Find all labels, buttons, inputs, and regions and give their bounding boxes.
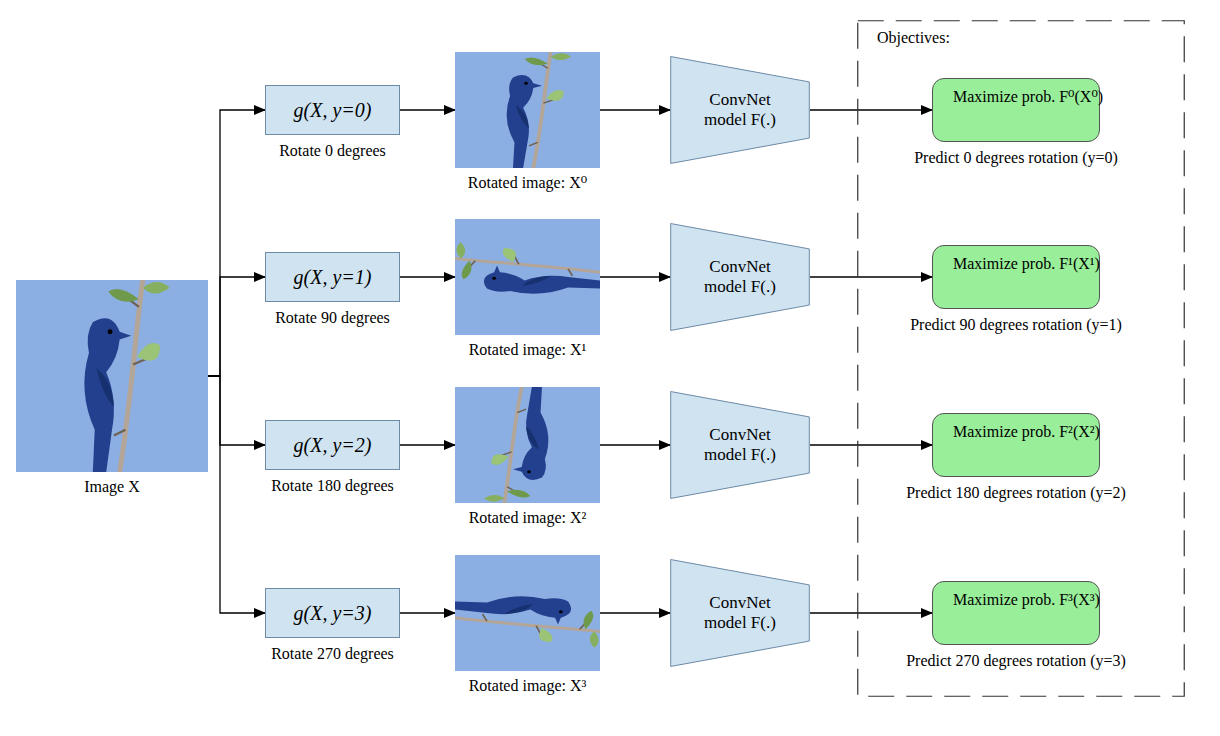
box-caption: Rotate 270 degrees: [271, 644, 394, 663]
transform-box: g(X, y=0)Rotate 0 degrees: [265, 85, 400, 135]
arrow-connector: [600, 612, 670, 613]
image-caption: Rotated image: X²: [469, 508, 587, 527]
box-label: Maximize prob. F²(X²): [953, 422, 1078, 441]
box-label: Maximize prob. F³(X³): [953, 590, 1078, 609]
box-caption: Rotate 0 degrees: [279, 141, 386, 160]
image-caption: Rotated image: X³: [469, 676, 587, 695]
image-caption: Rotated image: X⁰: [468, 173, 587, 192]
arrow-connector: [600, 444, 670, 445]
function-label: g(X, y=1): [294, 265, 372, 289]
box-label: ConvNet model F(.): [695, 593, 785, 634]
convnet-trapezoid: ConvNet model F(.): [670, 223, 810, 331]
objective-box: Maximize prob. F²(X²)Predict 180 degrees…: [932, 413, 1100, 477]
rotated-photo: [455, 555, 600, 671]
convnet-trapezoid: ConvNet model F(.): [670, 56, 810, 164]
arrow-connector: [400, 612, 455, 613]
arrow-connector: [208, 277, 265, 376]
bird-photo: [16, 280, 208, 472]
image-caption: Rotated image: X¹: [469, 340, 587, 359]
arrow-connector: [208, 110, 265, 376]
function-label: g(X, y=0): [294, 98, 372, 122]
arrow-connector: [400, 109, 455, 110]
arrow-connector: [600, 109, 670, 110]
region-title: Objectives:: [877, 28, 950, 47]
arrow-connector: [400, 276, 455, 277]
box-label: Maximize prob. F¹(X¹): [953, 254, 1078, 273]
arrow-connector: [810, 276, 932, 277]
image-node: Rotated image: X⁰: [455, 52, 600, 168]
arrow-connector: [600, 276, 670, 277]
transform-box: g(X, y=3)Rotate 270 degrees: [265, 588, 400, 638]
rotated-photo: [455, 52, 600, 168]
image-node: Image X: [16, 280, 208, 472]
image-caption: Image X: [84, 477, 140, 496]
image-node: Rotated image: X¹: [455, 219, 600, 335]
box-caption: Predict 90 degrees rotation (y=1): [910, 315, 1122, 334]
function-label: g(X, y=3): [294, 601, 372, 625]
objectives-region: Objectives:Maximize prob. F⁰(X⁰)Predict …: [857, 20, 1185, 697]
rotated-photo: [455, 387, 600, 503]
transform-box: g(X, y=2)Rotate 180 degrees: [265, 420, 400, 470]
convnet-trapezoid: ConvNet model F(.): [670, 559, 810, 667]
objective-box: Maximize prob. F⁰(X⁰)Predict 0 degrees r…: [932, 78, 1100, 142]
box-label: Maximize prob. F⁰(X⁰): [953, 87, 1078, 106]
arrow-connector: [400, 444, 455, 445]
arrow-connector: [810, 444, 932, 445]
image-node: Rotated image: X²: [455, 387, 600, 503]
objective-box: Maximize prob. F¹(X¹)Predict 90 degrees …: [932, 245, 1100, 309]
box-caption: Predict 270 degrees rotation (y=3): [906, 651, 1126, 670]
rotated-photo: [455, 219, 600, 335]
image-node: Rotated image: X³: [455, 555, 600, 671]
arrow-connector: [208, 376, 265, 445]
box-caption: Rotate 180 degrees: [271, 476, 394, 495]
box-caption: Predict 0 degrees rotation (y=0): [914, 148, 1118, 167]
transform-box: g(X, y=1)Rotate 90 degrees: [265, 252, 400, 302]
arrow-connector: [208, 376, 265, 613]
box-label: ConvNet model F(.): [695, 257, 785, 298]
box-label: ConvNet model F(.): [695, 90, 785, 131]
arrow-connector: [810, 612, 932, 613]
convnet-trapezoid: ConvNet model F(.): [670, 391, 810, 499]
box-caption: Rotate 90 degrees: [275, 308, 390, 327]
box-label: ConvNet model F(.): [695, 425, 785, 466]
arrow-connector: [810, 109, 932, 110]
function-label: g(X, y=2): [294, 433, 372, 457]
objective-box: Maximize prob. F³(X³)Predict 270 degrees…: [932, 581, 1100, 645]
box-caption: Predict 180 degrees rotation (y=2): [906, 483, 1126, 502]
